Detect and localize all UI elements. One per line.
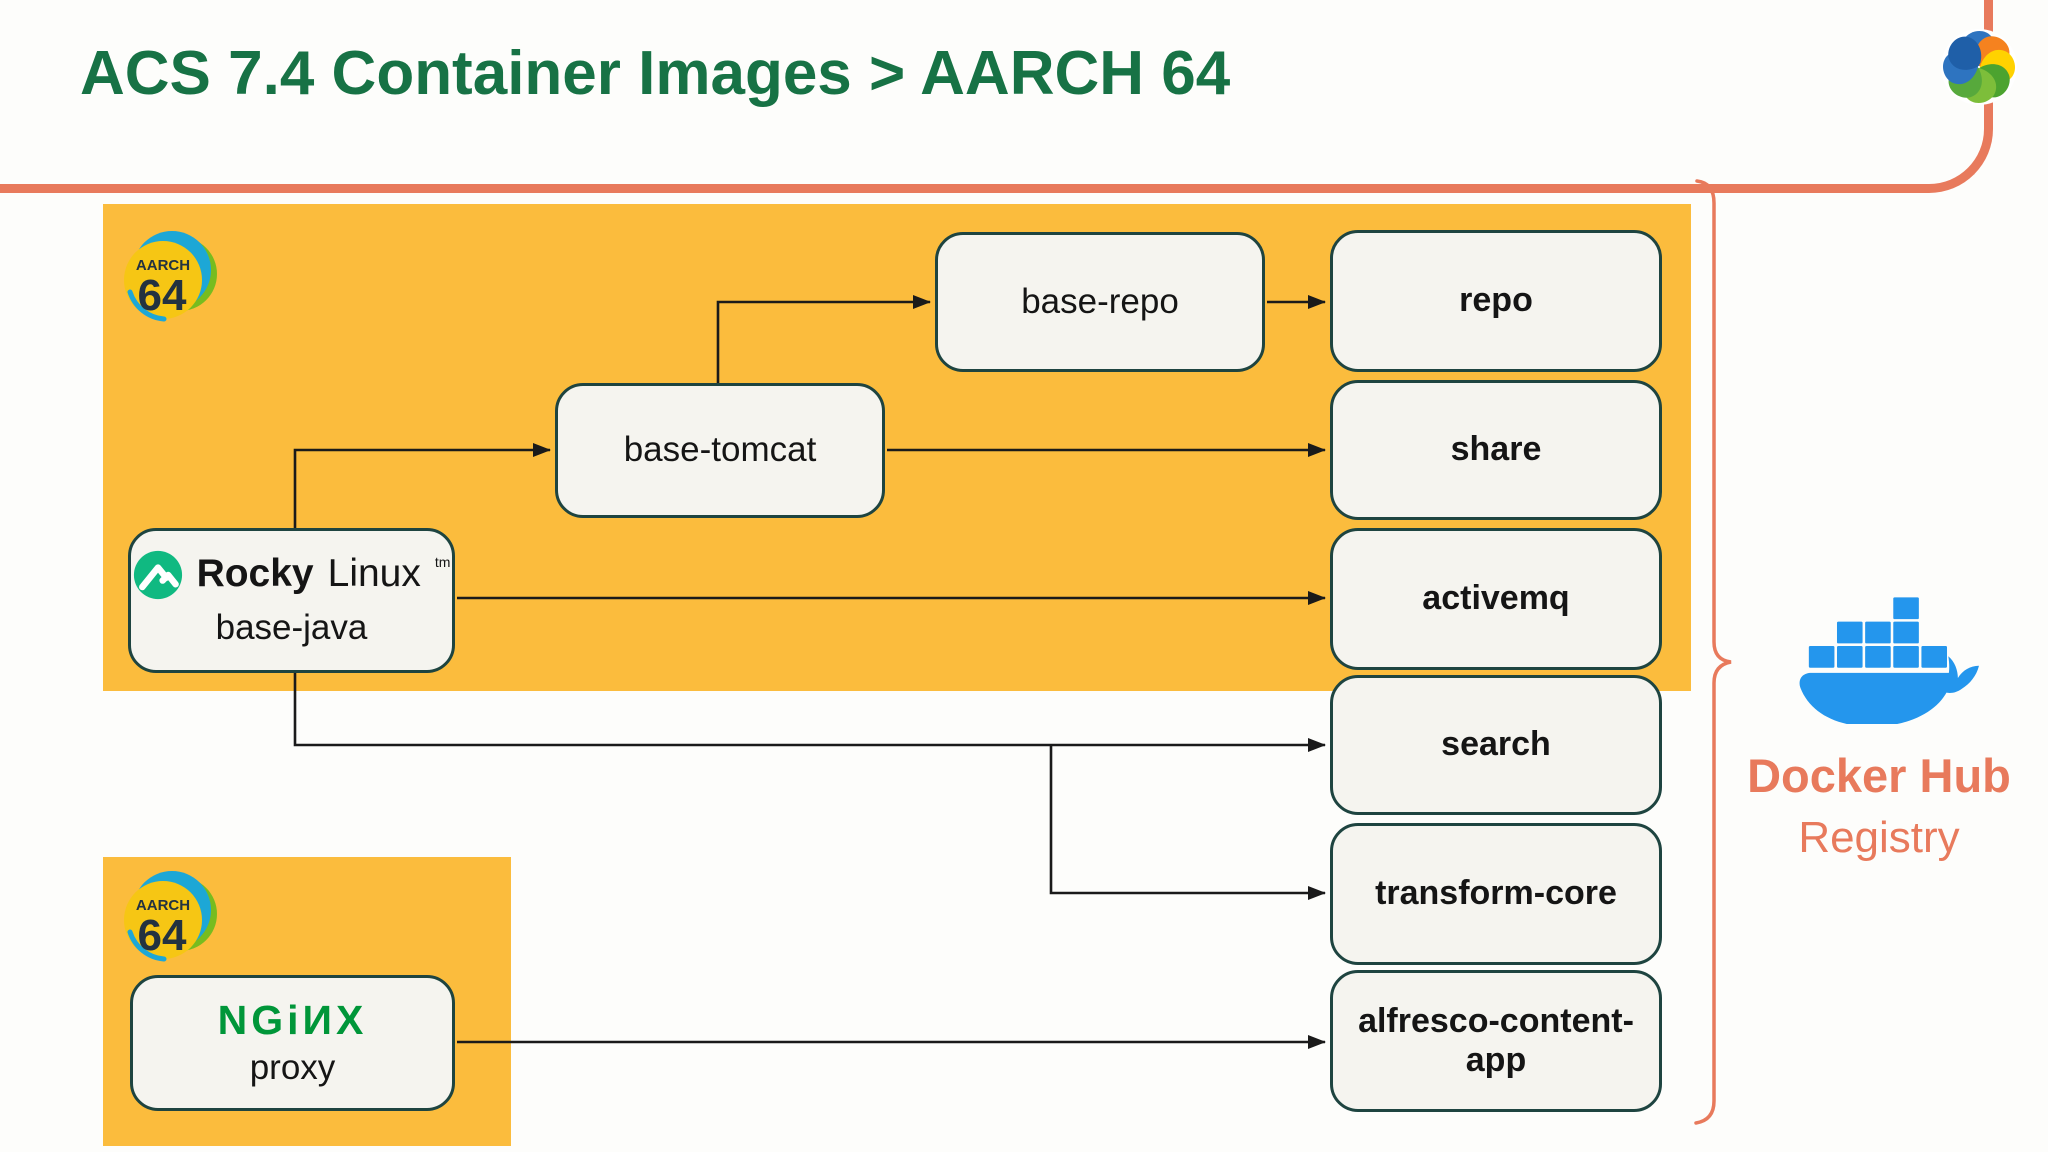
aarch64-badge: AARCH 64	[118, 868, 218, 968]
svg-text:64: 64	[138, 911, 187, 960]
nginx-logo: NGiИX	[217, 997, 368, 1044]
rocky-wordmark-light: Linux	[327, 552, 421, 596]
node-alfresco-content-app-label: alfresco-content-app	[1358, 1001, 1634, 1079]
node-repo: repo	[1330, 230, 1662, 372]
registry-label-line1: Docker Hub	[1747, 749, 2011, 802]
registry-label: Docker Hub Registry	[1700, 752, 2048, 863]
page-title: ACS 7.4 Container Images > AARCH 64	[80, 39, 1231, 108]
aarch64-badge-icon: AARCH 64	[124, 231, 217, 322]
docker-logo	[1796, 582, 1988, 727]
node-proxy-label: proxy	[249, 1048, 336, 1088]
alfresco-logo	[1938, 26, 2020, 108]
aarch64-badge: AARCH 64	[118, 228, 218, 328]
svg-text:64: 64	[138, 271, 187, 320]
node-base-repo: base-repo	[935, 232, 1265, 372]
node-transform-core: transform-core	[1330, 823, 1662, 965]
node-transform-core-label: transform-core	[1375, 874, 1617, 913]
rocky-trademark: tm	[434, 554, 451, 571]
svg-text:AARCH: AARCH	[136, 897, 190, 914]
alfresco-flower-icon	[1941, 29, 2017, 105]
node-proxy: NGiИX proxy	[130, 975, 455, 1111]
node-search: search	[1330, 675, 1662, 815]
node-share: share	[1330, 380, 1662, 520]
node-share-label: share	[1450, 430, 1542, 469]
node-base-tomcat-label: base-tomcat	[623, 430, 817, 470]
node-search-label: search	[1441, 725, 1551, 764]
docker-whale-icon	[1799, 597, 1979, 727]
node-alfresco-content-app: alfresco-content-app	[1330, 970, 1662, 1112]
rocky-wordmark-bold: Rocky	[196, 552, 314, 596]
aarch64-badge-icon: AARCH 64	[124, 871, 217, 962]
registry-brace	[1694, 179, 1732, 1125]
edge-basejava-transformcore	[1049, 745, 1326, 900]
node-base-java-label: base-java	[215, 608, 368, 648]
node-base-tomcat: base-tomcat	[555, 383, 885, 518]
rocky-linux-icon	[133, 551, 182, 600]
node-repo-label: repo	[1459, 281, 1533, 320]
node-base-repo-label: base-repo	[1021, 281, 1179, 321]
node-activemq: activemq	[1330, 528, 1662, 670]
registry-label-line2: Registry	[1798, 813, 1960, 862]
svg-text:AARCH: AARCH	[136, 257, 190, 274]
node-activemq-label: activemq	[1422, 579, 1570, 618]
alfresco-petal	[1948, 36, 1982, 70]
